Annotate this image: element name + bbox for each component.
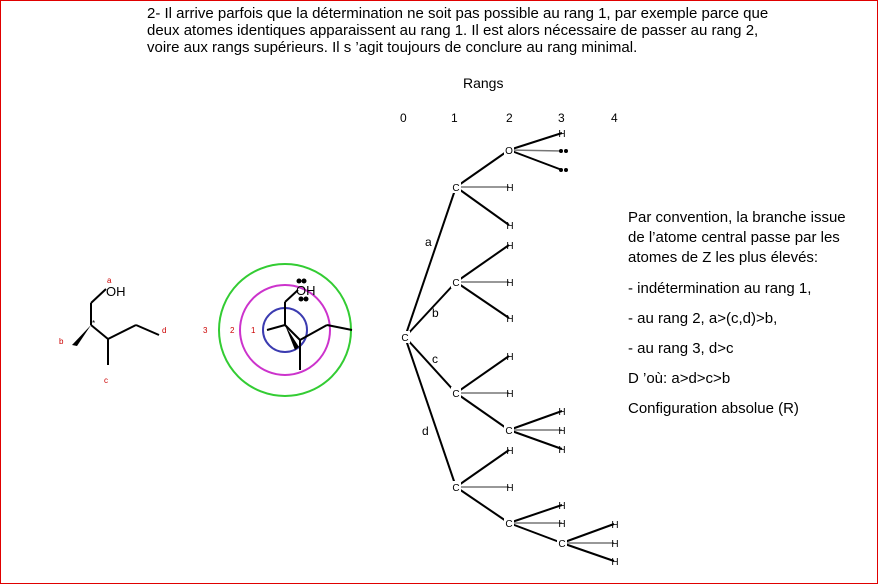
svg-text:H: H	[558, 129, 565, 140]
rank-label-2: 2	[506, 111, 513, 125]
svg-text:C: C	[452, 278, 459, 289]
svg-text:H: H	[558, 501, 565, 512]
svg-text:H: H	[558, 519, 565, 530]
intro-line-1: 2- Il arrive parfois que la déterminatio…	[147, 5, 769, 22]
molecule-left-wedge	[72, 325, 91, 346]
svg-text:C: C	[505, 519, 512, 530]
svg-text:H: H	[506, 389, 513, 400]
molecule-circles-oh: OH	[296, 283, 316, 298]
svg-text:C: C	[505, 426, 512, 437]
svg-text:C: C	[452, 183, 459, 194]
molecule-left-bonds	[90, 288, 160, 365]
svg-text:O: O	[505, 146, 513, 157]
svg-text:H: H	[506, 352, 513, 363]
rank-label-1: 1	[451, 111, 458, 125]
oxygen-lone-pairs	[296, 278, 309, 302]
svg-text:H: H	[611, 520, 618, 531]
svg-text:H: H	[506, 241, 513, 252]
molecule-circles-bonds	[266, 289, 353, 370]
svg-text:C: C	[401, 333, 408, 344]
conclusion-order: D ’où: a>d>c>b	[628, 370, 731, 387]
tree-lone-pairs	[559, 149, 568, 172]
svg-text:H: H	[506, 221, 513, 232]
conclusion-text: Par convention, la branche issue de l’at…	[628, 208, 858, 429]
tree-atoms: C C C C C O C C C H H H H H H H H H H H …	[400, 129, 619, 568]
svg-text:H: H	[558, 445, 565, 456]
circle-label-1: 1	[251, 326, 256, 335]
svg-text:H: H	[506, 278, 513, 289]
tree-hydrogen-bonds	[456, 149, 614, 544]
conclusion-rank-2: - au rang 2, a>(c,d)>b,	[628, 310, 778, 327]
svg-text:H: H	[558, 426, 565, 437]
svg-text:H: H	[506, 483, 513, 494]
label-star: *	[92, 319, 95, 328]
branch-label-a: a	[425, 235, 432, 249]
rank-label-3: 3	[558, 111, 565, 125]
svg-text:H: H	[611, 539, 618, 550]
conclusion-rank-3: - au rang 3, d>c	[628, 340, 734, 357]
rank-label-4: 4	[611, 111, 618, 125]
circle-label-3: 3	[203, 326, 208, 335]
svg-text:H: H	[611, 557, 618, 568]
label-a: a	[107, 276, 112, 285]
svg-text:H: H	[506, 183, 513, 194]
intro-line-3: voire aux rangs supérieurs. Il s ’agit t…	[147, 39, 638, 56]
svg-text:H: H	[506, 314, 513, 325]
molecule-circles-wedge	[285, 325, 299, 350]
intro-line-2: deux atomes identiques apparaissent au r…	[147, 22, 759, 39]
branch-label-b: b	[432, 306, 439, 320]
conclusion-rank-1: - indétermination au rang 1,	[628, 280, 812, 297]
molecule-left-oh: OH	[106, 284, 126, 299]
conclusion-configuration: Configuration absolue (R)	[628, 400, 799, 417]
conclusion-convention: Par convention, la branche issue de l’at…	[628, 209, 846, 266]
tree-main-bonds	[404, 132, 615, 562]
svg-text:H: H	[506, 446, 513, 457]
svg-text:C: C	[558, 539, 565, 550]
label-c: c	[104, 376, 108, 385]
circle-rank-2	[239, 284, 331, 376]
tree-title: Rangs	[463, 75, 504, 91]
svg-text:C: C	[452, 483, 459, 494]
svg-text:C: C	[452, 389, 459, 400]
label-b: b	[59, 337, 64, 346]
rank-label-0: 0	[400, 111, 407, 125]
branch-label-c: c	[432, 352, 438, 366]
intro-paragraph: 2- Il arrive parfois que la déterminatio…	[147, 5, 847, 56]
branch-label-d: d	[422, 424, 429, 438]
circle-label-2: 2	[230, 326, 235, 335]
label-d: d	[162, 326, 166, 335]
svg-text:H: H	[558, 407, 565, 418]
